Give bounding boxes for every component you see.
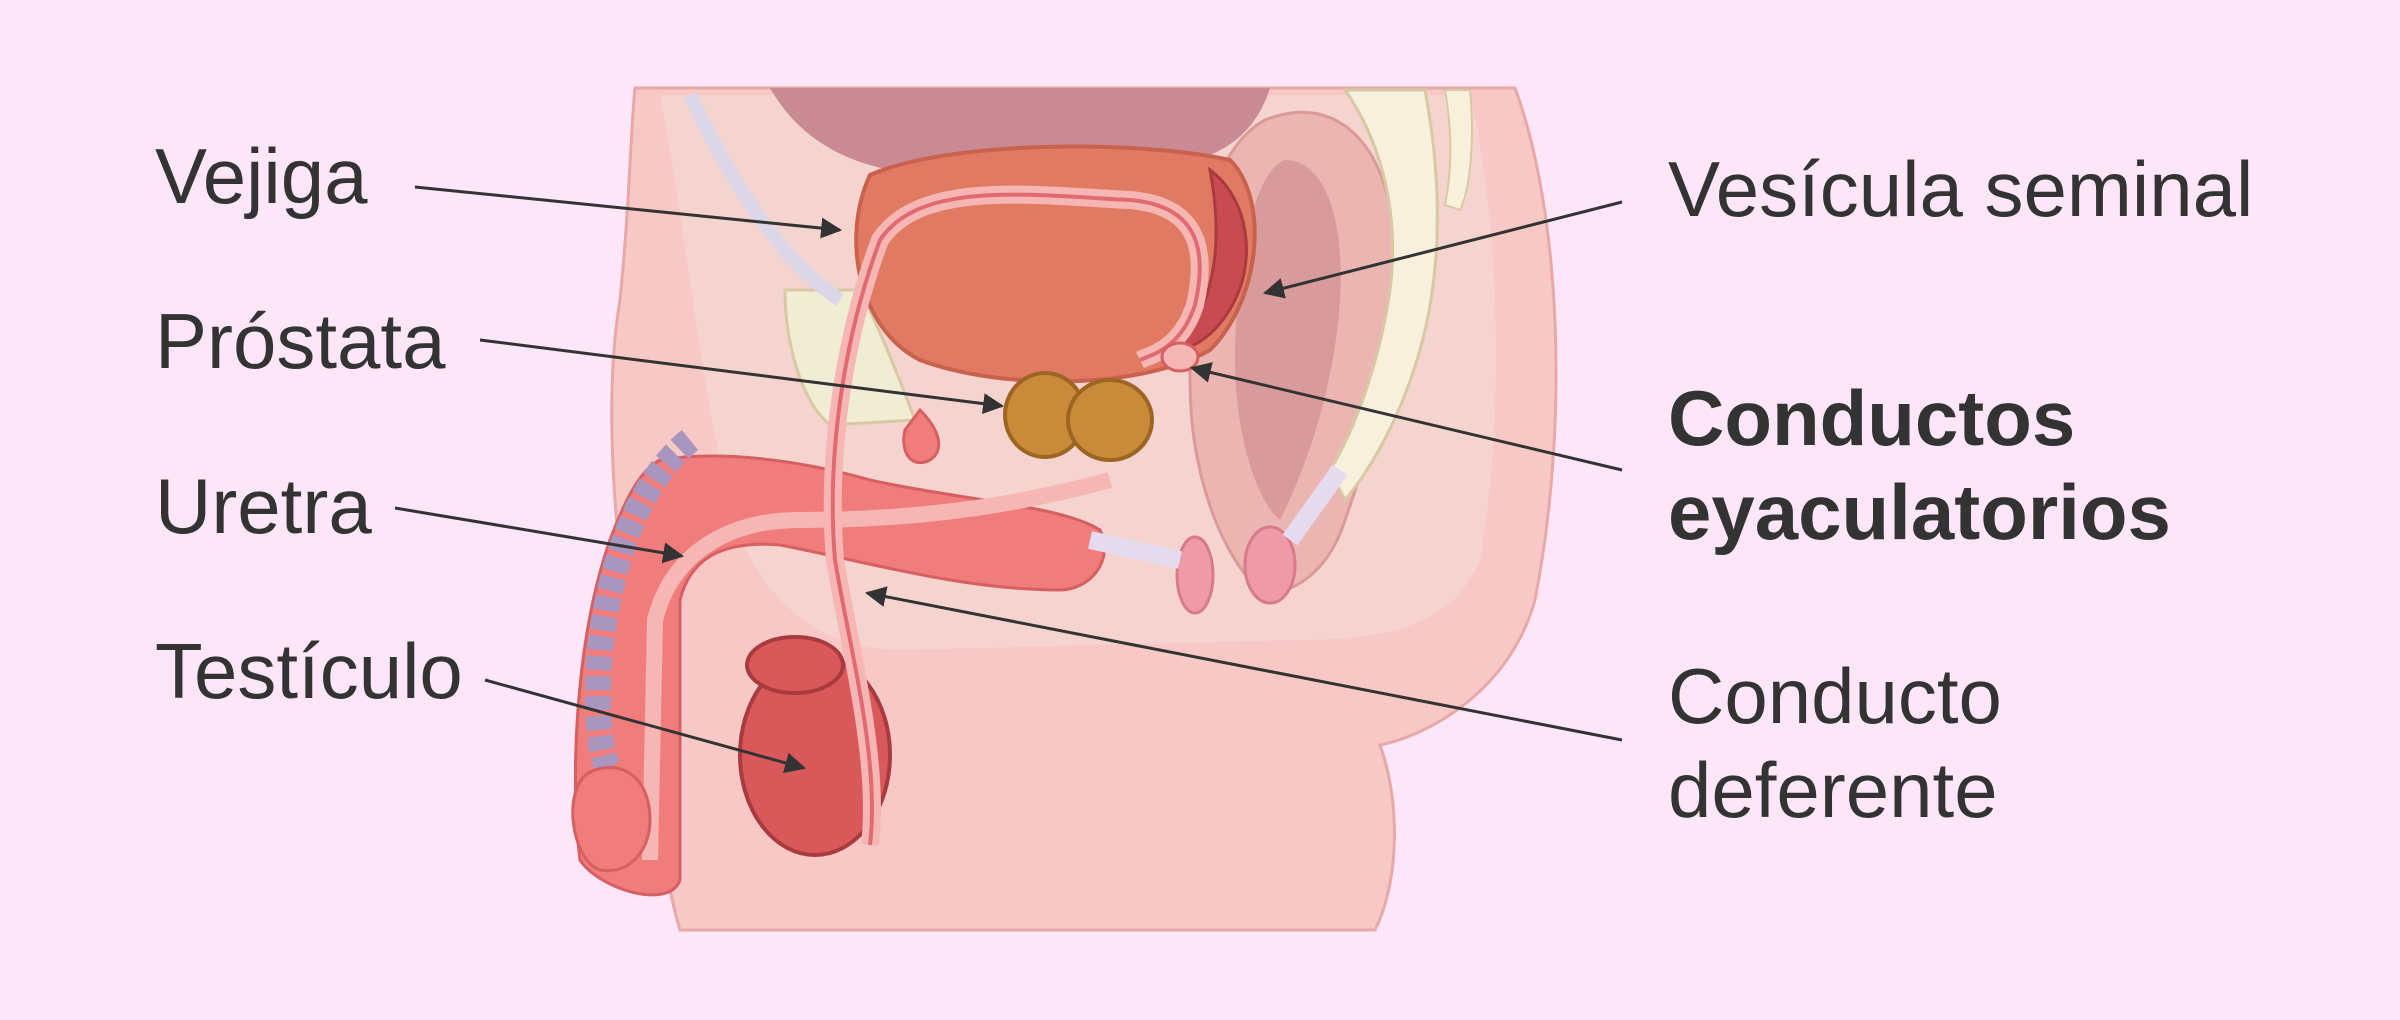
label-conductos-eyaculatorios: Conductos eyaculatorios	[1668, 372, 2171, 559]
urethra-channel	[642, 472, 1113, 861]
label-uretra: Uretra	[155, 462, 372, 550]
epididymis	[745, 635, 845, 695]
pointer-prostata	[479, 338, 1005, 415]
seminal-vesicle	[1177, 166, 1248, 353]
label-prostata: Próstata	[155, 297, 446, 385]
pointer-uretra	[394, 506, 685, 564]
label-conductos-line1: Conductos	[1668, 374, 2076, 462]
vas-deferens-line	[830, 192, 1202, 846]
ligament	[683, 92, 844, 306]
label-deferente-line2: deferente	[1668, 745, 1998, 834]
label-deferente-line1: Conducto	[1668, 652, 2002, 740]
glans	[571, 765, 652, 873]
pointer-deferente	[864, 586, 1623, 742]
pointer-testiculo	[484, 678, 807, 774]
pointer-vejiga	[414, 185, 843, 239]
bulbourethral-gland	[902, 407, 941, 465]
label-testiculo: Testículo	[155, 627, 463, 715]
label-vejiga: Vejiga	[155, 132, 368, 220]
label-vesicula-seminal: Vesícula seminal	[1668, 145, 2254, 233]
spine-right	[1443, 89, 1473, 212]
penis	[573, 454, 1106, 897]
spine	[1328, 88, 1439, 503]
label-conductos-line2: eyaculatorios	[1668, 467, 2171, 556]
ejaculatory-duct	[1160, 341, 1200, 373]
sphincter-left	[1175, 535, 1215, 615]
sphincter-right	[1243, 525, 1297, 605]
sphincter-fibers	[1088, 464, 1348, 569]
rectum-inner	[1235, 160, 1341, 520]
label-conducto-deferente: Conducto deferente	[1668, 650, 2002, 837]
pointer-vesicula	[1262, 200, 1623, 299]
pointer-conductos	[1189, 362, 1623, 472]
prostate-right	[1066, 378, 1154, 462]
corpus-spongiosum	[585, 429, 699, 780]
